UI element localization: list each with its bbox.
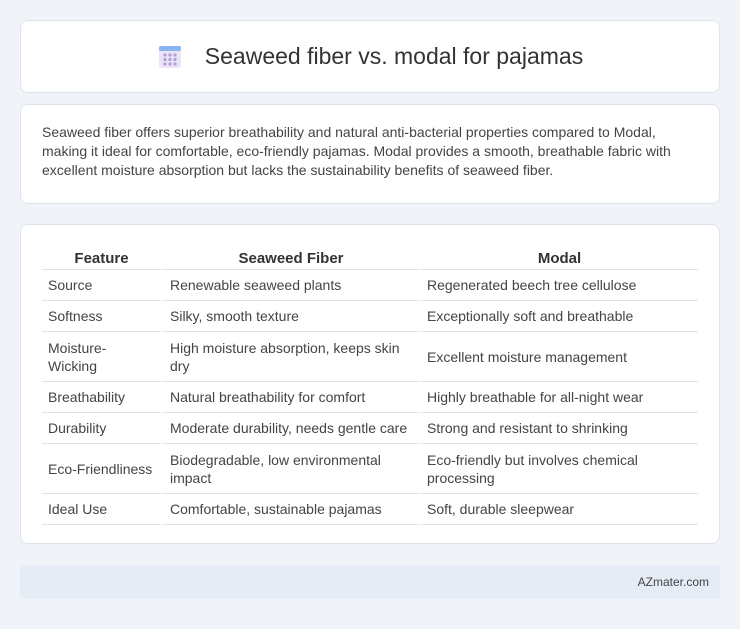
page-title: Seaweed fiber vs. modal for pajamas: [204, 43, 584, 69]
seaweed-cell: Comfortable, sustainable pajamas: [161, 494, 418, 525]
table-row: Eco-Friendliness Biodegradable, low envi…: [42, 444, 698, 494]
modal-cell: Exceptionally soft and breathable: [418, 301, 698, 332]
seaweed-cell: High moisture absorption, keeps skin dry: [161, 332, 418, 382]
modal-cell: Excellent moisture management: [418, 332, 698, 382]
footer: AZmater.com: [20, 565, 720, 599]
seaweed-cell: Renewable seaweed plants: [161, 270, 418, 301]
modal-cell: Eco-friendly but involves chemical proce…: [418, 444, 698, 494]
table-row: Moisture-Wicking High moisture absorptio…: [42, 332, 698, 382]
comparison-table: Feature Seaweed Fiber Modal Source Renew…: [42, 246, 698, 525]
seaweed-cell: Silky, smooth texture: [161, 301, 418, 332]
table-row: Durability Moderate durability, needs ge…: [42, 413, 698, 444]
seaweed-cell: Biodegradable, low environmental impact: [161, 444, 418, 494]
table-row: Source Renewable seaweed plants Regenera…: [42, 270, 698, 301]
comparison-table-card: Feature Seaweed Fiber Modal Source Renew…: [20, 224, 720, 544]
table-row: Ideal Use Comfortable, sustainable pajam…: [42, 494, 698, 525]
header-seaweed-fiber: Seaweed Fiber: [161, 246, 418, 270]
table-row: Softness Silky, smooth texture Exception…: [42, 301, 698, 332]
summary-text: Seaweed fiber offers superior breathabil…: [42, 124, 671, 178]
footer-brand[interactable]: AZmater.com: [637, 575, 709, 589]
seaweed-cell: Natural breathability for comfort: [161, 382, 418, 413]
header-modal: Modal: [418, 246, 698, 270]
title-card: Seaweed fiber vs. modal for pajamas: [20, 20, 720, 93]
modal-cell: Strong and resistant to shrinking: [418, 413, 698, 444]
feature-cell: Ideal Use: [42, 494, 161, 525]
feature-cell: Softness: [42, 301, 161, 332]
feature-cell: Eco-Friendliness: [42, 444, 161, 494]
feature-cell: Breathability: [42, 382, 161, 413]
feature-cell: Moisture-Wicking: [42, 332, 161, 382]
header-feature: Feature: [42, 246, 161, 270]
calendar-grid-icon: [157, 45, 183, 69]
modal-cell: Soft, durable sleepwear: [418, 494, 698, 525]
feature-cell: Source: [42, 270, 161, 301]
summary-card: Seaweed fiber offers superior breathabil…: [20, 104, 720, 204]
modal-cell: Regenerated beech tree cellulose: [418, 270, 698, 301]
feature-cell: Durability: [42, 413, 161, 444]
table-row: Breathability Natural breathability for …: [42, 382, 698, 413]
modal-cell: Highly breathable for all-night wear: [418, 382, 698, 413]
seaweed-cell: Moderate durability, needs gentle care: [161, 413, 418, 444]
